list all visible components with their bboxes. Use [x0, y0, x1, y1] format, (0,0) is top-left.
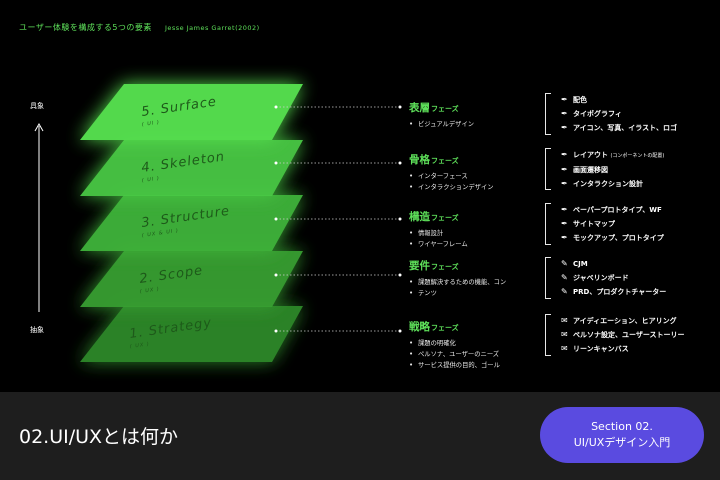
- layer-sub: ( UX ): [129, 341, 150, 350]
- footer-bar: 02.UI/UXとは何か Section 02. UI/UXデザイン入門: [0, 392, 720, 480]
- deliverable-item: ✒アイコン、写真、イラスト、ロゴ: [561, 121, 677, 135]
- phase-suffix: フェーズ: [431, 105, 459, 113]
- section-subtitle: UI/UXデザイン入門: [573, 436, 671, 449]
- section-button[interactable]: Section 02. UI/UXデザイン入門: [540, 407, 704, 463]
- axis-concrete-label: 具象: [30, 102, 44, 110]
- phase-suffix: フェーズ: [431, 324, 459, 332]
- deliverables-scope: ✎CJM ✎ジャベリンボード ✎PRD、プロダクトチャーター: [545, 257, 666, 299]
- deliverable-item: ✒画面遷移図: [561, 163, 664, 177]
- deliverable-item: ✒タイポグラフィ: [561, 107, 677, 121]
- layer-structure: 3. Structure ( UX & UI ): [80, 195, 303, 251]
- pen-nib-icon: ✒: [561, 95, 568, 104]
- axis-arrowhead-icon: [34, 122, 44, 132]
- chat-icon: ✉: [561, 316, 568, 325]
- pen-nib-icon: ✒: [561, 205, 568, 214]
- pen-nib-icon: ✒: [561, 123, 568, 132]
- phase-surface: 表層フェーズ ビジュアルデザイン: [409, 96, 474, 130]
- edit-icon: ✎: [561, 259, 568, 268]
- phase-suffix: フェーズ: [431, 214, 459, 222]
- deliverable-item: ✎ジャベリンボード: [561, 271, 666, 285]
- layer-stack: 1. Strategy ( UX ) 2. Scope ( UX ) 3. St…: [34, 84, 402, 362]
- chat-icon: ✉: [561, 330, 568, 339]
- bracket: [545, 148, 551, 190]
- pen-nib-icon: ✒: [561, 179, 568, 188]
- layer-surface: 5. Surface ( UI ): [80, 84, 303, 140]
- deliverables-structure: ✒ペーパープロトタイプ、WF ✒サイトマップ ✒モックアップ、プロトタイプ: [545, 203, 664, 245]
- footer-title: 02.UI/UXとは何か: [19, 426, 179, 448]
- layer-strategy: 1. Strategy ( UX ): [80, 306, 303, 362]
- bracket: [545, 314, 551, 356]
- bracket: [545, 257, 551, 299]
- layer-skeleton: 4. Skeleton ( UI ): [80, 140, 303, 196]
- pen-nib-icon: ✒: [561, 233, 568, 242]
- phase-title: 構造: [409, 211, 430, 223]
- phase-title: 戦略: [409, 321, 430, 333]
- phase-item: テンツ: [409, 288, 506, 299]
- pen-nib-icon: ✒: [561, 219, 568, 228]
- deliverable-item: ✉リーンキャンバス: [561, 342, 685, 356]
- slide-title-text: ユーザー体験を構成する5つの要素: [19, 23, 152, 32]
- deliverable-item: ✎CJM: [561, 257, 666, 271]
- slide-credit: Jesse James Garret(2002): [164, 24, 260, 32]
- deliverable-item: ✎PRD、プロダクトチャーター: [561, 285, 666, 299]
- deliverable-item: ✒レイアウト (コンポーネントの配置): [561, 148, 664, 163]
- deliverable-item: ✉ペルソナ設定、ユーザーストーリー: [561, 328, 685, 342]
- axis-abstract-label: 抽象: [30, 326, 44, 334]
- layer-scope: 2. Scope ( UX ): [80, 251, 303, 307]
- section-label: Section 02.: [591, 420, 653, 433]
- bracket: [545, 93, 551, 135]
- deliverable-item: ✒配色: [561, 93, 677, 107]
- pen-nib-icon: ✒: [561, 165, 568, 174]
- phase-item: ビジュアルデザイン: [409, 119, 474, 130]
- chat-icon: ✉: [561, 344, 568, 353]
- layer-sub: ( UX & UI ): [141, 228, 179, 239]
- phase-item: インターフェース: [409, 171, 494, 182]
- deliverable-item: ✒ペーパープロトタイプ、WF: [561, 203, 664, 217]
- phase-suffix: フェーズ: [431, 263, 459, 271]
- deliverable-item: ✒サイトマップ: [561, 217, 664, 231]
- phase-title: 表層: [409, 102, 430, 114]
- phase-structure: 構造フェーズ 情報設計 ワイヤーフレーム: [409, 205, 468, 250]
- phase-suffix: フェーズ: [431, 157, 459, 165]
- edit-icon: ✎: [561, 287, 568, 296]
- phase-strategy: 戦略フェーズ 課題の明確化 ペルソナ、ユーザーのニーズ サービス提供の目的、ゴー…: [409, 315, 500, 371]
- phase-item: 課題の明確化: [409, 338, 500, 349]
- phase-item: 課題解決するための機能、コン: [409, 277, 506, 288]
- deliverable-item: ✒モックアップ、プロトタイプ: [561, 231, 664, 245]
- slide-area: ユーザー体験を構成する5つの要素 Jesse James Garret(2002…: [0, 0, 720, 392]
- phase-item: サービス提供の目的、ゴール: [409, 360, 500, 371]
- phase-item: 情報設計: [409, 228, 468, 239]
- phase-skeleton: 骨格フェーズ インターフェース インタラクションデザイン: [409, 148, 494, 193]
- phase-title: 骨格: [409, 154, 430, 166]
- deliverables-strategy: ✉アイディエーション、ヒアリング ✉ペルソナ設定、ユーザーストーリー ✉リーンキ…: [545, 314, 685, 356]
- phase-item: ワイヤーフレーム: [409, 239, 468, 250]
- layer-sub: ( UI ): [141, 120, 160, 128]
- deliverable-item: ✒インタラクション設計: [561, 177, 664, 191]
- pen-nib-icon: ✒: [561, 150, 568, 159]
- deliverable-note: (コンポーネントの配置): [610, 153, 665, 159]
- deliverable-item: ✉アイディエーション、ヒアリング: [561, 314, 685, 328]
- bracket: [545, 203, 551, 245]
- phase-item: ペルソナ、ユーザーのニーズ: [409, 349, 500, 360]
- deliverables-skeleton: ✒レイアウト (コンポーネントの配置) ✒画面遷移図 ✒インタラクション設計: [545, 148, 664, 191]
- connector-dots: [274, 105, 402, 333]
- pen-nib-icon: ✒: [561, 109, 568, 118]
- phase-item: インタラクションデザイン: [409, 182, 494, 193]
- phase-scope: 要件フェーズ 課題解決するための機能、コン テンツ: [409, 254, 506, 299]
- deliverables-surface: ✒配色 ✒タイポグラフィ ✒アイコン、写真、イラスト、ロゴ: [545, 93, 677, 135]
- layer-sub: ( UX ): [139, 286, 160, 295]
- phase-title: 要件: [409, 260, 430, 272]
- layer-sub: ( UI ): [141, 176, 160, 184]
- edit-icon: ✎: [561, 273, 568, 282]
- slide-title: ユーザー体験を構成する5つの要素 Jesse James Garret(2002…: [19, 22, 260, 33]
